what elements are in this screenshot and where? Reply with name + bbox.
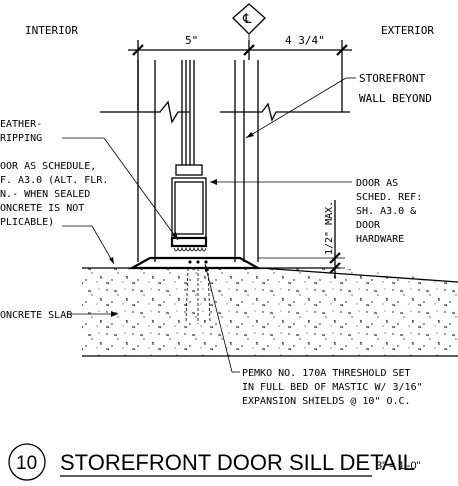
door-note-right-1: DOOR AS <box>356 178 398 189</box>
threshold-note-1: PEMKO NO. 170A THRESHOLD SET <box>242 368 411 379</box>
exterior-label: EXTERIOR <box>381 24 434 37</box>
threshold-note-3: EXPANSION SHIELDS @ 10" O.C. <box>242 396 411 407</box>
title-block: 10 STOREFRONT DOOR SILL DETAIL 3" = 1'-0… <box>8 443 421 481</box>
detail-number-circle <box>8 443 46 481</box>
door-note-right-2: SCHED. REF: <box>356 192 422 203</box>
detail-scale: 3" = 1'-0" <box>376 460 421 472</box>
threshold <box>127 256 263 270</box>
door-note-right-5: HARDWARE <box>356 234 404 245</box>
detail-title: STOREFRONT DOOR SILL DETAIL <box>60 450 415 475</box>
horizontal-dimension: 5" 4 3/4" <box>128 34 352 112</box>
door-note-right-3: SH. A3.0 & <box>356 206 416 217</box>
concrete-slab-label: ONCRETE SLAB <box>0 310 72 321</box>
weatherstripping-label-2: RIPPING <box>0 133 42 144</box>
dim-right-label: 4 3/4" <box>285 34 325 47</box>
wall-beyond-label: WALL BEYOND <box>359 92 432 105</box>
storefront-label: STOREFRONT <box>359 72 426 85</box>
storefront-frame <box>100 60 350 262</box>
weatherstripping-label-1: EATHER- <box>0 119 42 130</box>
dim-left-label: 5" <box>185 34 198 47</box>
threshold-note-2: IN FULL BED OF MASTIC W/ 3/16" <box>242 382 423 393</box>
centerline-symbol: ℄ <box>242 12 252 27</box>
door-note-left-1: OOR AS SCHEDULE, <box>0 161 96 172</box>
centerline-marker: ℄ <box>232 3 266 40</box>
vertical-dimension: 1/2" MAX. <box>258 200 345 278</box>
interior-label: INTERIOR <box>25 24 78 37</box>
door-note-left-2: F. A3.0 (ALT. FLR. <box>0 175 108 186</box>
door-note-left-4: ONCRETE IS NOT <box>0 203 84 214</box>
dim-vertical-label: 1/2" MAX. <box>324 201 335 255</box>
door-section <box>170 60 208 252</box>
leaders <box>62 77 356 373</box>
door-note-left-3: N.- WHEN SEALED <box>0 189 90 200</box>
door-note-left-5: PLICABLE) <box>0 217 54 228</box>
detail-number: 10 <box>16 453 37 474</box>
door-note-right-4: DOOR <box>356 220 381 231</box>
concrete-slab <box>82 267 458 357</box>
